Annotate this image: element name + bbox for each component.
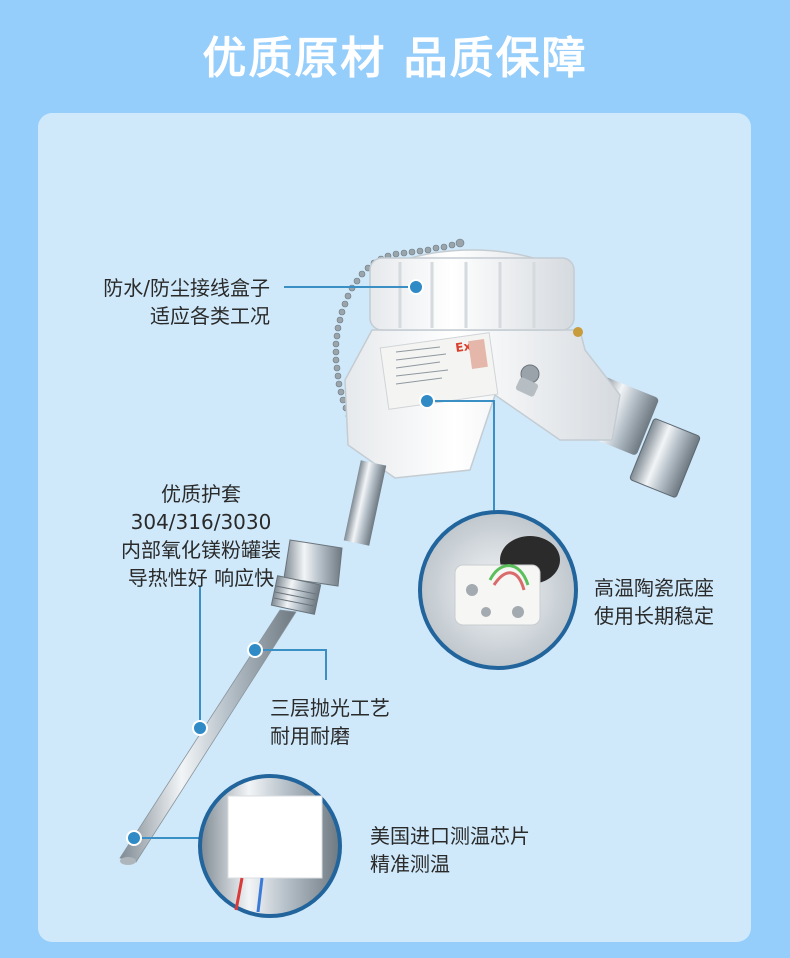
dot-junction-box: [408, 279, 424, 295]
callout-sheath: 优质护套 304/316/3030 内部氧化镁粉罐装 导热性好 响应快: [121, 482, 281, 590]
dot-chip: [126, 830, 142, 846]
callout-polish: 三层抛光工艺 耐用耐磨: [270, 696, 390, 748]
sheath-assembly: [119, 460, 387, 865]
callout-dots: [126, 279, 435, 846]
callout-junction-box: 防水/防尘接线盒子 适应各类工况: [103, 276, 270, 328]
callout-ceramic-base: 高温陶瓷底座 使用长期稳定: [594, 576, 714, 628]
ex-mark: Ex: [454, 339, 472, 355]
callout-lines: [140, 286, 495, 839]
dot-polish: [247, 642, 263, 658]
junction-box: Ex: [344, 249, 621, 479]
dot-ceramic-base: [419, 393, 435, 409]
page-title: 优质原材 品质保障: [202, 33, 588, 84]
zoom-ceramic-base: [418, 510, 578, 670]
zoom-chip: [198, 774, 342, 918]
dot-sheath: [192, 720, 208, 736]
callout-chip: 美国进口测温芯片 精准测温: [370, 824, 530, 876]
